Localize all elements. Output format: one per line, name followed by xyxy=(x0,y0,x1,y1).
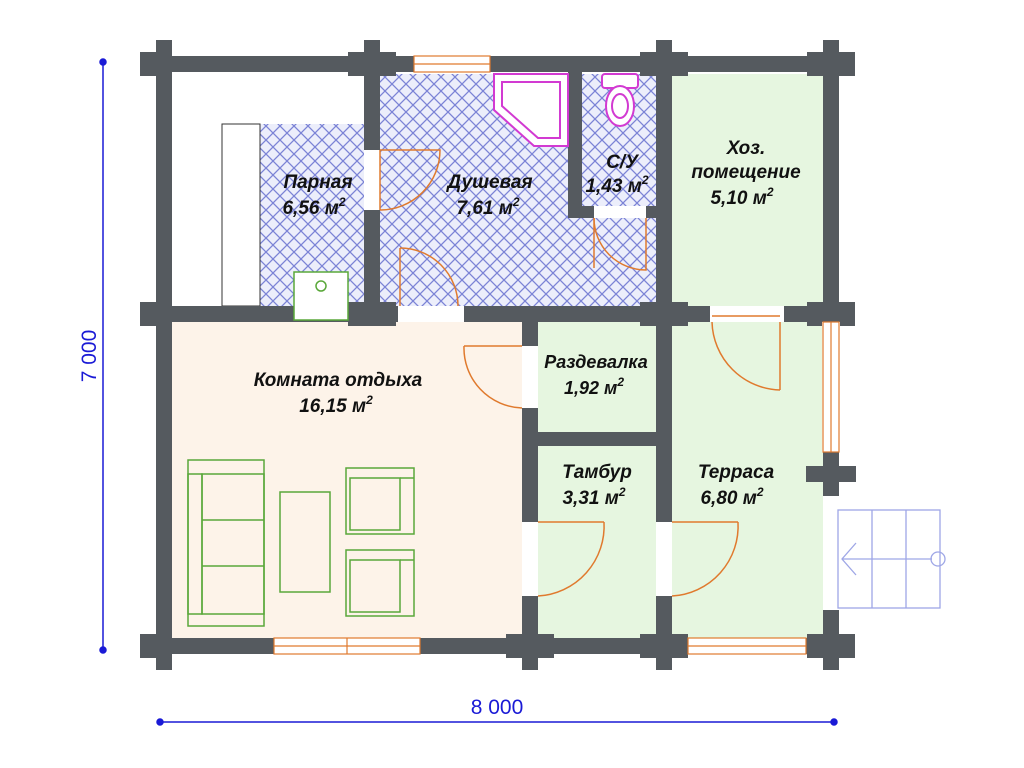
label-komnata: Комната отдыха 16,15 м2 xyxy=(254,370,423,417)
room-name-tambur: Тамбур xyxy=(562,462,632,483)
label-terrasa: Терраса 6,80 м2 xyxy=(698,462,775,509)
windows xyxy=(273,55,840,655)
room-name-hoz-line1: Хоз. xyxy=(726,138,766,159)
label-tambur: Тамбур 3,31 м2 xyxy=(562,462,632,509)
terrasa-floor xyxy=(670,322,823,640)
hoz-room-floor xyxy=(670,74,823,306)
room-name-su: С/У xyxy=(606,152,640,173)
room-area-tambur: 3,31 м2 xyxy=(562,485,625,509)
dimension-lines xyxy=(99,58,838,726)
room-area-razdevalka: 1,92 м2 xyxy=(564,375,624,398)
tambur-floor xyxy=(538,446,656,640)
room-name-razdevalka: Раздевалка xyxy=(544,352,648,372)
height-dimension-label: 7 000 xyxy=(78,330,101,383)
room-area-dushevaya: 7,61 м2 xyxy=(456,195,519,219)
room-name-parnaya: Парная xyxy=(283,172,352,193)
room-name-dushevaya: Душевая xyxy=(445,172,532,193)
razdevalka-floor xyxy=(538,322,656,432)
stove-icon xyxy=(293,271,349,321)
armchair-bottom xyxy=(345,549,415,617)
room-area-hoz: 5,10 м2 xyxy=(710,185,773,209)
room-name-komnata: Комната отдыха xyxy=(254,370,423,391)
doors xyxy=(379,149,781,597)
wall-posts xyxy=(140,52,855,658)
room-area-terrasa: 6,80 м2 xyxy=(700,485,763,509)
coffee-table xyxy=(279,491,331,593)
armchair-top xyxy=(345,467,415,535)
label-hoz: Хоз. помещение 5,10 м2 xyxy=(691,138,801,209)
room-area-parnaya: 6,56 м2 xyxy=(282,195,345,219)
label-dushevaya: Душевая 7,61 м2 xyxy=(445,172,532,219)
room-area-su: 1,43 м2 xyxy=(585,173,648,197)
stairs-icon xyxy=(837,509,946,609)
label-su: С/У 1,43 м2 xyxy=(585,152,648,197)
shower-tray-icon xyxy=(493,73,569,147)
parnaya-bench xyxy=(221,123,261,307)
sofa xyxy=(187,459,265,627)
label-razdevalka: Раздевалка 1,92 м2 xyxy=(544,352,648,398)
room-name-terrasa: Терраса xyxy=(698,462,775,483)
toilet-icon xyxy=(601,73,639,127)
width-dimension-label: 8 000 xyxy=(471,696,524,719)
room-area-komnata: 16,15 м2 xyxy=(299,393,373,417)
room-name-hoz-line2: помещение xyxy=(691,162,801,183)
label-parnaya: Парная 6,56 м2 xyxy=(282,172,352,219)
